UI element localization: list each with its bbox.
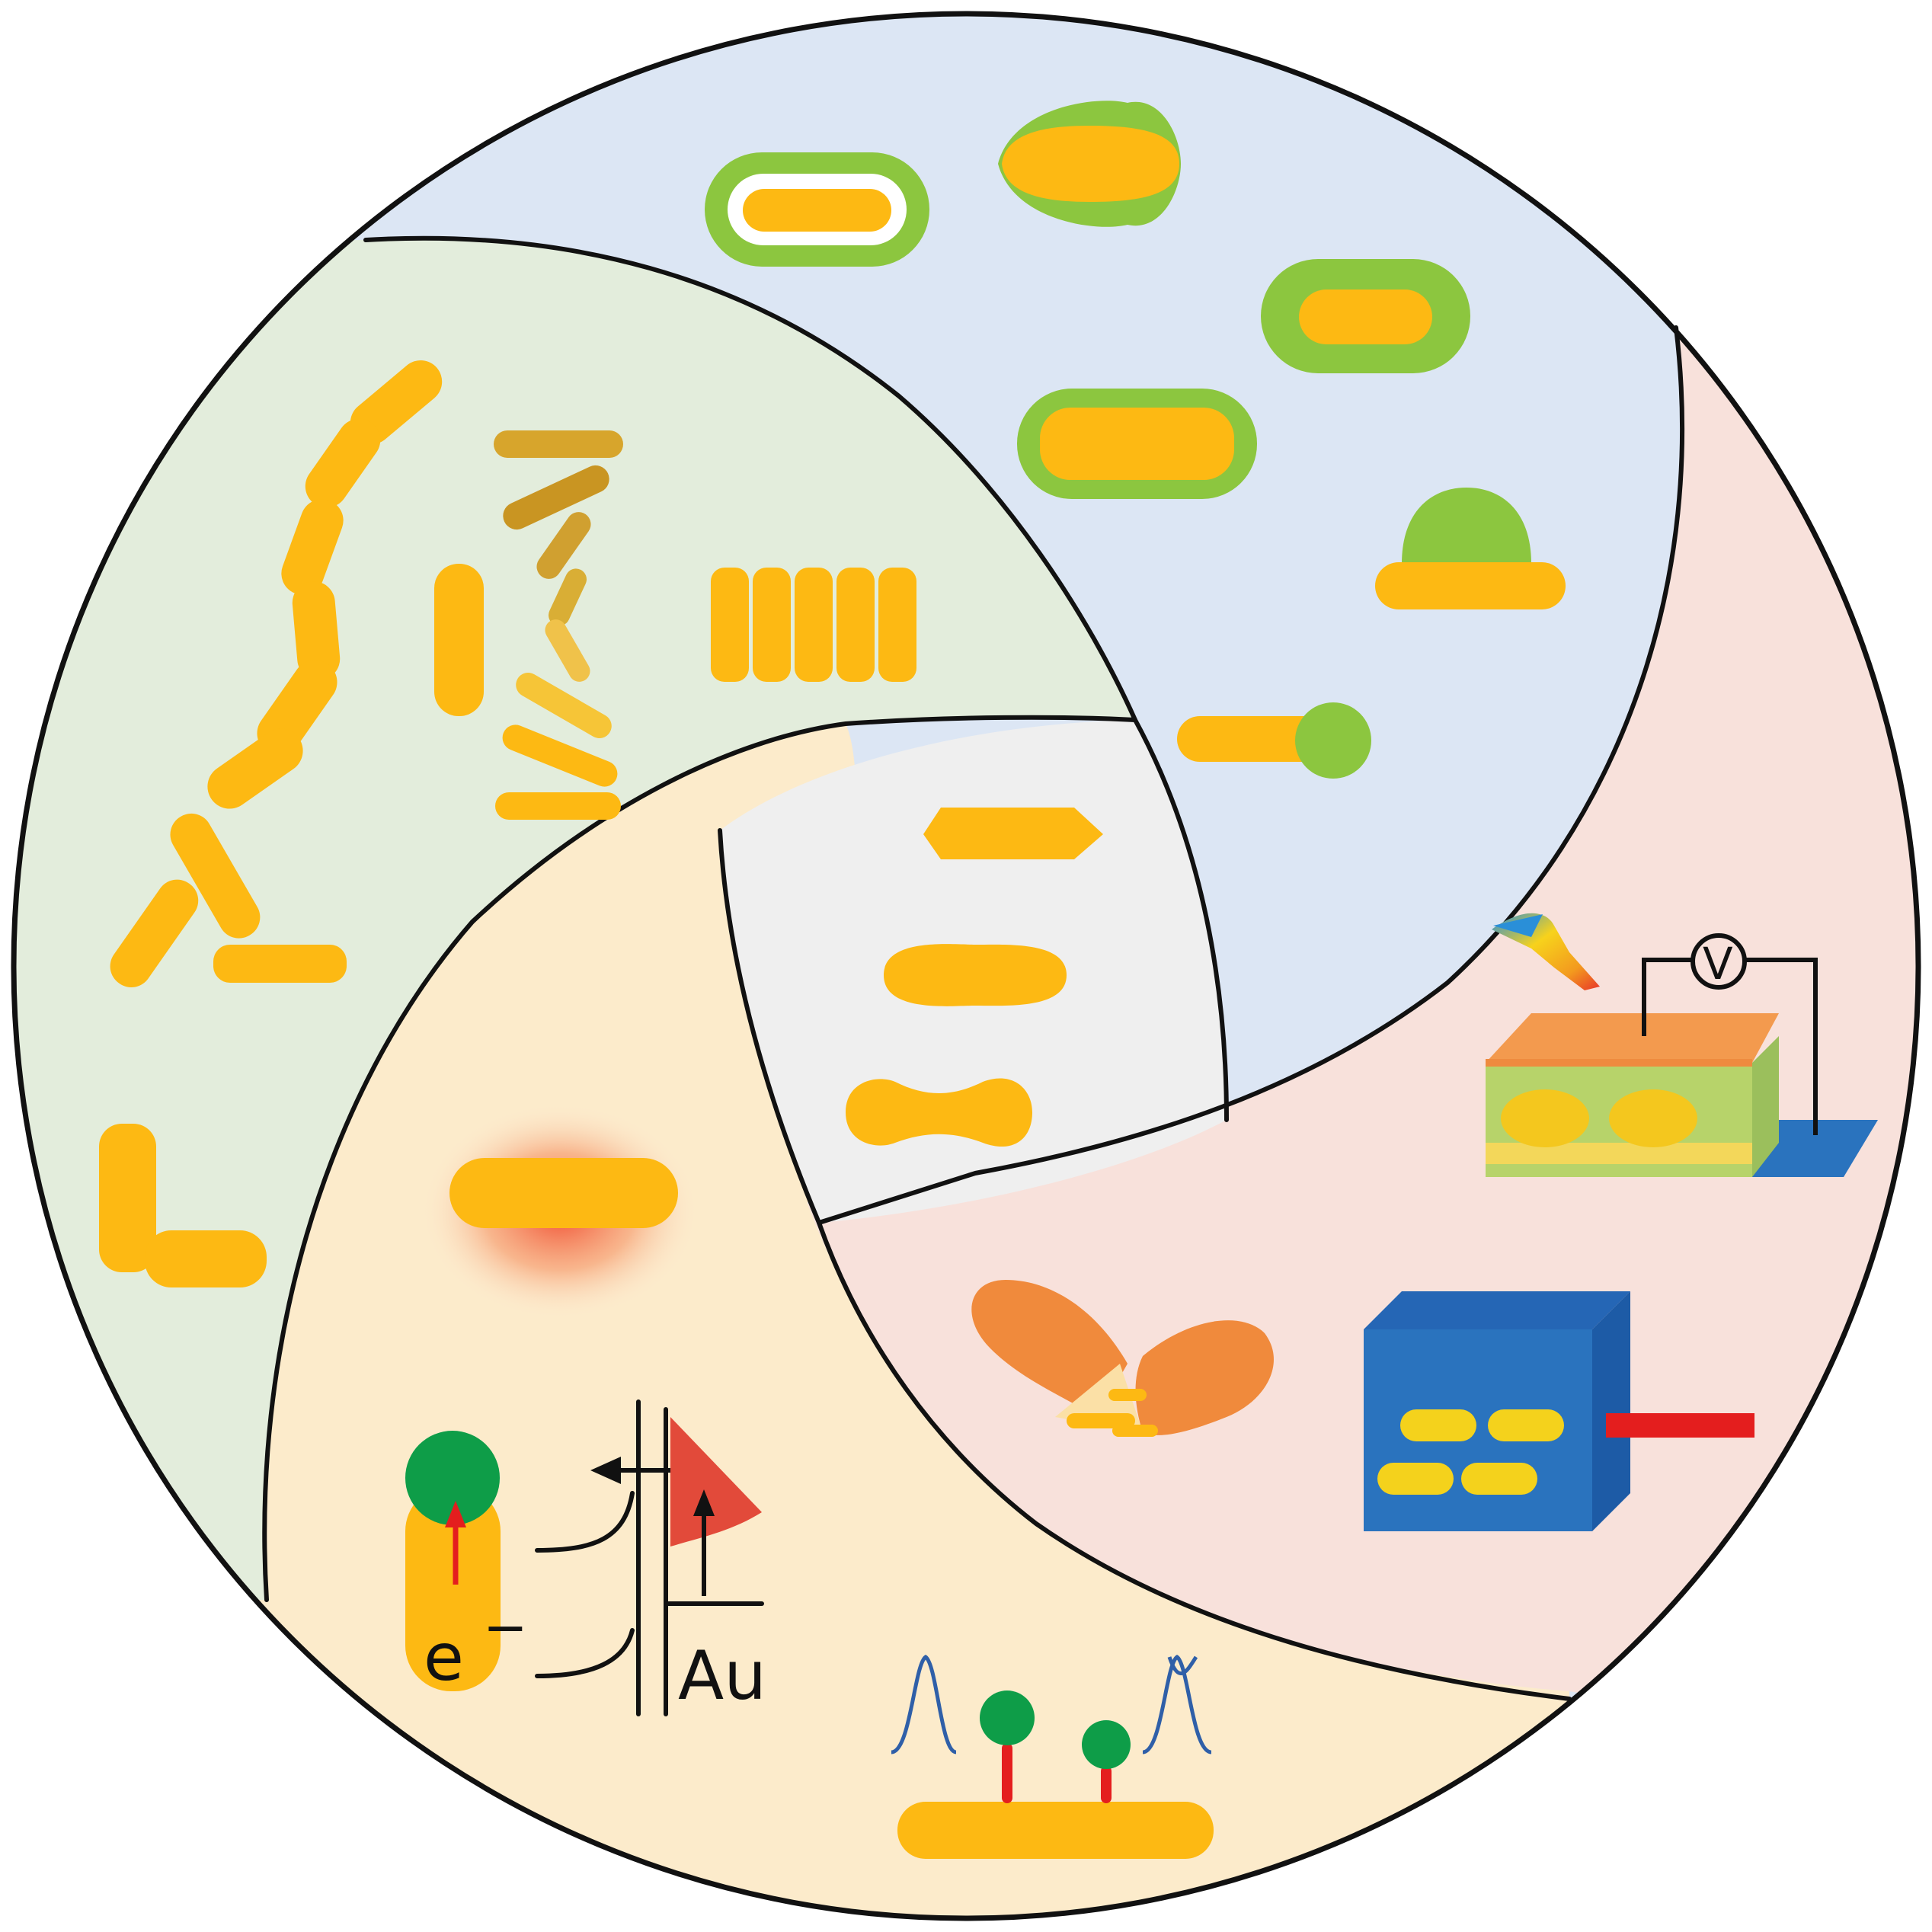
stack-rod-e [878, 568, 916, 682]
triangle-rod-1 [170, 813, 261, 939]
boundary-right-upper [817, 325, 1685, 1225]
released-rod-3 [1108, 1389, 1147, 1401]
dumbbell-rod-body [1177, 716, 1329, 762]
triangle-rod-2 [110, 879, 199, 987]
core-shell-rod-1-core [743, 189, 891, 232]
spectrum-peak-before [891, 1654, 957, 1754]
electron-rod [405, 1486, 501, 1691]
analyte-1 [980, 1690, 1035, 1745]
core-shell-group [705, 101, 1566, 779]
l-shape-rod-1 [99, 1124, 156, 1272]
helix-rod-2 [503, 465, 609, 530]
electron-rod-tip [405, 1431, 500, 1525]
voltmeter-label: V [1703, 938, 1733, 990]
light-beam-tip [1493, 914, 1543, 937]
excitation-arrow-head [693, 1489, 715, 1516]
cube-rod-4 [1461, 1463, 1537, 1495]
band-curve-lower [535, 1628, 635, 1678]
l-shape-rod-2 [145, 1230, 267, 1287]
shape-group [846, 808, 1103, 1147]
outer-circle [11, 11, 1921, 1921]
helix-rod-8 [495, 792, 621, 820]
stack-rod-c [795, 568, 833, 682]
sensing-rod [897, 1802, 1214, 1859]
device-electrode-layer [1486, 1143, 1752, 1164]
helix-rod-3 [536, 512, 591, 579]
circuit-wire-right [1745, 958, 1818, 1135]
device-side [1752, 1036, 1779, 1177]
boundary-right-lower [817, 1220, 1572, 1701]
assembly-group [99, 360, 916, 1287]
electron-arrow-head [445, 1501, 466, 1527]
analyte-2 [1082, 1720, 1131, 1769]
released-rod-1 [1067, 1413, 1135, 1428]
device-rod-1 [1501, 1089, 1589, 1147]
heated-rod [449, 1158, 678, 1228]
chain-rod-3 [281, 499, 344, 595]
cube-top [1364, 1291, 1630, 1329]
boundary-top-left [363, 235, 1229, 1122]
voltmeter-icon [1690, 933, 1747, 990]
core-shell-rod-2-core [1002, 126, 1179, 202]
chain-rod-7 [207, 728, 303, 809]
region-bottom-cream [14, 724, 1569, 1918]
ellipsoid-rod [884, 944, 1067, 1006]
helix-rod-5 [545, 619, 590, 682]
device-top-electrode [1486, 1013, 1779, 1063]
hot-electron-scheme: e − Au [405, 1399, 766, 1716]
released-rod-2 [1112, 1425, 1158, 1437]
stack-rod-a [711, 568, 749, 682]
stack-rod-b [753, 568, 791, 682]
device-rod-2 [1609, 1089, 1697, 1147]
core-shell-rod-3-core [1299, 289, 1432, 344]
chain-rod-1 [350, 360, 443, 444]
plasmonic-heating [423, 1105, 697, 1318]
stack-rod-d [836, 568, 875, 682]
sensing-scheme [891, 1654, 1214, 1859]
transfer-arrow-head [590, 1457, 621, 1484]
boundary-center-left [718, 828, 821, 1225]
circuit-wire-left [1642, 958, 1693, 1036]
metal-label: Au [678, 1636, 766, 1715]
helical-assembly [494, 430, 623, 820]
photodetector-device: V [1486, 913, 1878, 1177]
helix-rod-1 [494, 430, 623, 458]
chain-rod-4 [292, 581, 341, 680]
capsule-half-left [971, 1280, 1128, 1417]
triangle-rod-3 [213, 945, 347, 983]
capsule-half-right [1135, 1320, 1274, 1435]
voltmeter-circuit [1642, 933, 1818, 1135]
laser-cube [1364, 1291, 1754, 1531]
band-curve-upper [535, 1491, 635, 1553]
core-shell-rod-4-core [1040, 408, 1234, 480]
dumbbell-rod-tip [1295, 702, 1371, 779]
stack-rod-1 [434, 564, 484, 716]
dogbone-rod [846, 1078, 1032, 1147]
electron-label: e [424, 1620, 464, 1696]
janus-rod-body [1375, 562, 1566, 609]
hot-electron-distribution [670, 1417, 762, 1547]
device-top-edge [1486, 1059, 1752, 1067]
cube-side [1592, 1291, 1630, 1531]
photothermal-capsule [971, 1280, 1274, 1437]
region-boundaries [262, 235, 1685, 1701]
cube-rod-1 [1400, 1409, 1476, 1441]
helix-rod-7 [502, 724, 618, 787]
janus-rod-cap [1402, 488, 1531, 564]
helix-rod-6 [516, 673, 612, 738]
cube-rod-2 [1488, 1409, 1564, 1441]
electron-sign: − [483, 1596, 528, 1659]
boundary-left-bottom [262, 715, 1137, 1602]
spectrum-peak-after [1142, 1654, 1212, 1754]
chain-rod-2 [305, 418, 381, 508]
helix-rod-4 [549, 568, 587, 626]
laser-icon [1606, 1413, 1754, 1438]
faceted-rod [923, 808, 1103, 859]
cube-rod-3 [1377, 1463, 1454, 1495]
